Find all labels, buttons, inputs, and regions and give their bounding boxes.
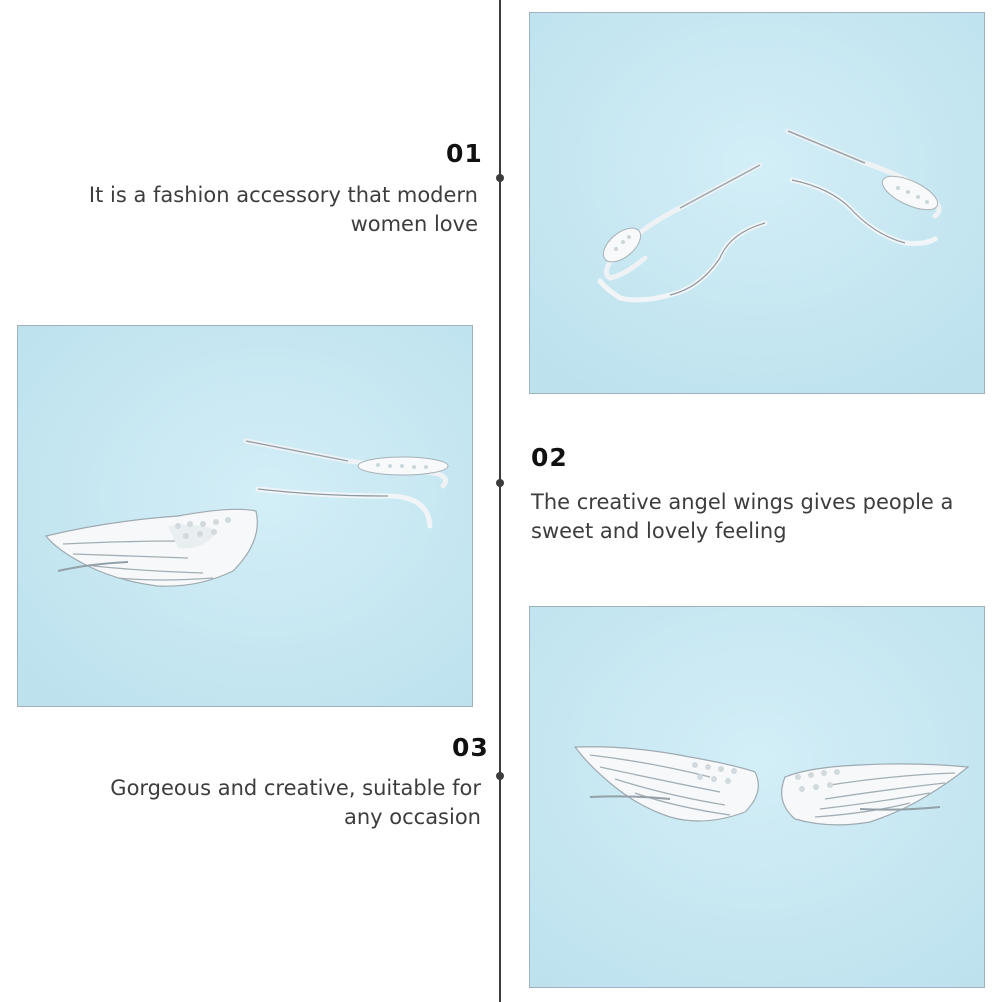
section-number-02: 02 [531, 443, 568, 472]
description-line: It is a fashion accessory that modern [88, 183, 478, 207]
timeline-dot [496, 174, 504, 182]
description-line: women love [350, 212, 478, 236]
section-description-03: Gorgeous and creative, suitable for any … [1, 774, 481, 832]
section-description-01: It is a fashion accessory that modern wo… [0, 181, 478, 239]
photo-earrings-angled-view [17, 325, 473, 707]
description-line: Gorgeous and creative, suitable for [110, 776, 481, 800]
timeline-dot [496, 479, 504, 487]
description-line: The creative angel wings gives people a [531, 490, 954, 514]
photo-earrings-side-view [529, 12, 985, 394]
timeline-dot [496, 772, 504, 780]
description-line: sweet and lovely feeling [531, 519, 787, 543]
timeline-line [499, 0, 501, 1002]
section-number-01: 01 [446, 139, 483, 168]
section-description-02: The creative angel wings gives people a … [531, 488, 991, 546]
section-number-03: 03 [452, 733, 489, 762]
photo-earrings-front-view [529, 606, 985, 988]
description-line: any occasion [343, 805, 481, 829]
